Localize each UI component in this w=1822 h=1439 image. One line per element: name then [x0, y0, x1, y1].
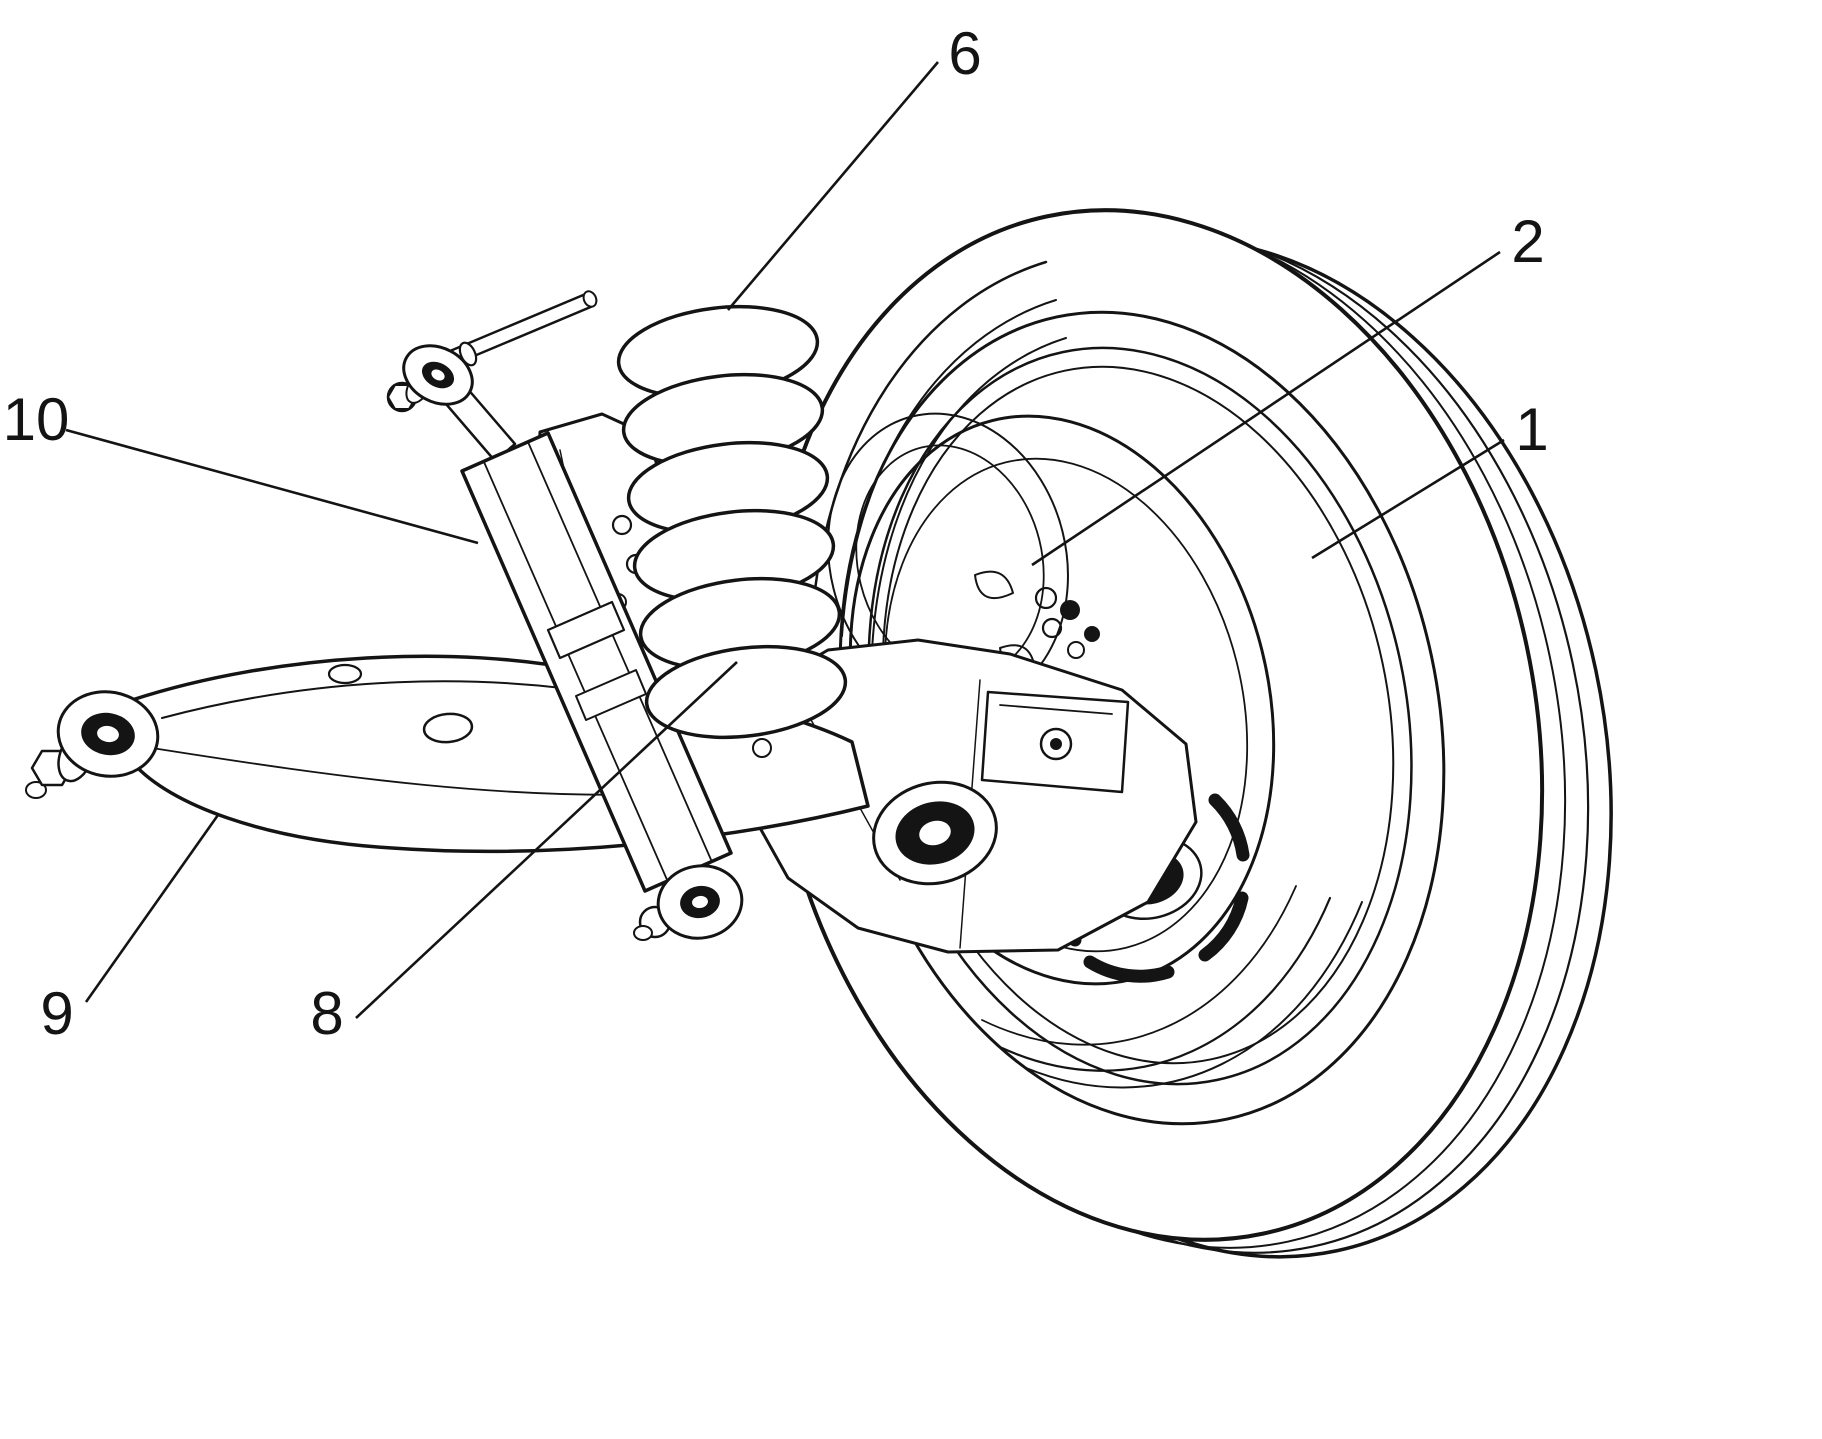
part-label-10: 10 — [3, 386, 70, 453]
mount-bolt-ring — [1039, 727, 1073, 761]
shock-lower-bushing-sleeve — [692, 895, 708, 909]
callout-10: 10 — [3, 386, 479, 545]
mount-bracket-line — [999, 704, 1113, 715]
leader-line-9 — [84, 814, 220, 1003]
arm-hole-1 — [422, 712, 474, 744]
knuckle-hole-1 — [611, 514, 633, 536]
part-label-2: 2 — [1511, 208, 1544, 275]
mount-bolt — [1050, 738, 1062, 750]
damper-body — [460, 431, 733, 893]
callout-6: 6 — [727, 20, 982, 311]
bolt-hole — [1041, 617, 1063, 639]
vent-slot-2 — [1083, 955, 1175, 983]
damper-body-line-1 — [483, 461, 669, 883]
rim-barrel-arc-1 — [1000, 896, 1332, 1072]
bolt-hole — [1034, 586, 1058, 610]
bolt-head — [1084, 626, 1100, 642]
arm-hole-2 — [327, 663, 363, 685]
vent-slot-4 — [1208, 793, 1250, 862]
trailing-arm — [740, 638, 1198, 954]
shock-upper-bushing-sleeve — [431, 369, 445, 381]
leader-line-1 — [1311, 438, 1505, 560]
sidewall-arc-3 — [871, 337, 1067, 653]
sidewall-arc-2 — [841, 299, 1057, 637]
lower-eye-bolt-tip — [633, 925, 653, 941]
shock-absorber — [386, 290, 744, 941]
damper-clamp-2 — [575, 669, 647, 721]
callout-2: 2 — [1031, 208, 1545, 567]
arm-hole-3 — [752, 738, 772, 758]
plate-cutout-1 — [974, 570, 1014, 599]
leader-line-6 — [727, 61, 939, 311]
brake-backing-plate — [827, 412, 1276, 986]
callouts: 6 2 1 10 9 8 — [3, 20, 1549, 1047]
part-label-9: 9 — [40, 980, 73, 1047]
damper-clamp-1 — [546, 600, 626, 660]
rim-barrel-arc-3 — [981, 885, 1297, 1046]
rim-barrel-arc-2 — [1025, 901, 1363, 1089]
spring-coil-6 — [644, 644, 848, 740]
leader-line-10 — [65, 428, 479, 545]
leader-line-2 — [1031, 250, 1501, 567]
damper-body-line-2 — [527, 441, 713, 863]
rod-end-cap — [582, 290, 598, 308]
callout-9: 9 — [40, 814, 220, 1047]
leader-line-8 — [355, 661, 738, 1019]
callout-1: 1 — [1311, 396, 1549, 560]
bolt-head — [1060, 600, 1080, 620]
callout-8: 8 — [310, 661, 738, 1047]
part-label-8: 8 — [310, 980, 343, 1047]
part-label-6: 6 — [948, 20, 981, 87]
bolt-hole — [1067, 641, 1085, 659]
bolt-stud-tip — [25, 781, 47, 799]
vent-slot-3 — [1198, 891, 1249, 962]
arm-bushing-sleeve — [919, 820, 951, 846]
part-label-1: 1 — [1515, 396, 1548, 463]
coil-spring — [616, 304, 848, 740]
control-arm-bushing-sleeve — [97, 725, 119, 743]
